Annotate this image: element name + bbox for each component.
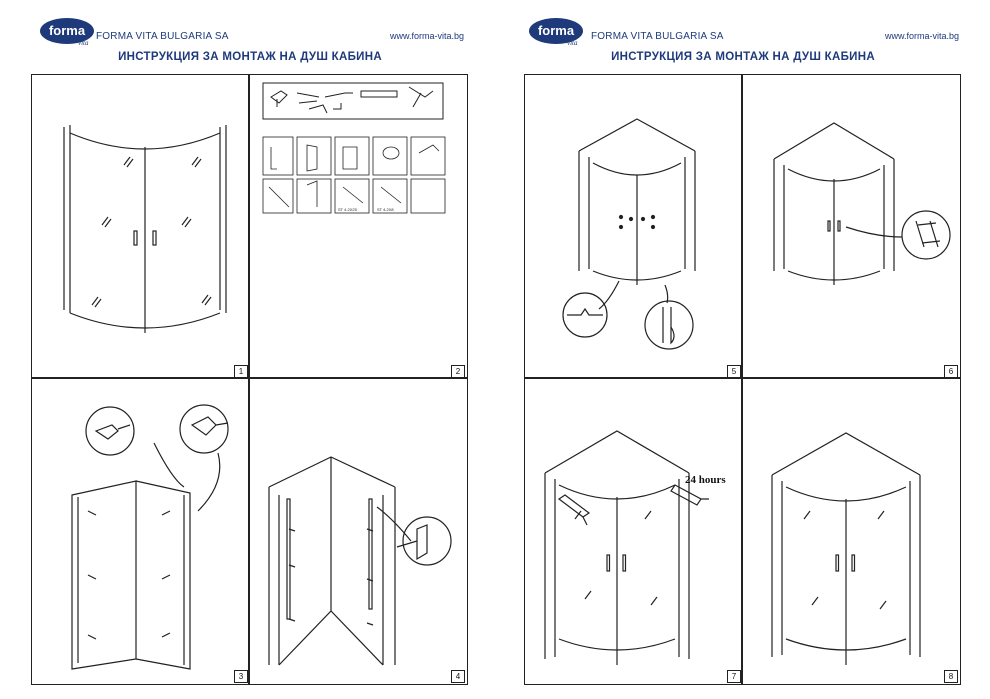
step-6-illustration <box>773 122 951 285</box>
forma-vita-logo: forma vita <box>40 18 94 47</box>
svg-text:ST 4.2X25: ST 4.2X25 <box>338 207 358 212</box>
instruction-grid: 1 ST 4.2X25 ST 4.2X8 2 <box>31 74 468 685</box>
forma-vita-logo: forma vita <box>529 18 583 47</box>
website-link[interactable]: www.forma-vita.bg <box>390 31 465 41</box>
step-8-illustration <box>771 432 921 665</box>
svg-text:vita: vita <box>567 39 578 47</box>
company-name: FORMA VITA BULGARIA SA <box>591 31 724 42</box>
step-7-illustration: 24 hours <box>544 430 726 665</box>
svg-text:vita: vita <box>78 39 89 47</box>
step-3-illustration <box>71 404 229 670</box>
step-number-6: 6 <box>944 365 958 378</box>
instruction-grid: 5 6 <box>524 74 961 685</box>
step-4-illustration <box>268 456 452 666</box>
step-number-1: 1 <box>234 365 248 378</box>
step-1-illustration <box>63 125 227 333</box>
step-number-7: 7 <box>727 670 741 683</box>
right-page: forma vita FORMA VITA BULGARIA SA www.fo… <box>495 0 990 699</box>
svg-text:forma: forma <box>538 23 575 38</box>
step-2-tools-parts: ST 4.2X25 ST 4.2X8 <box>262 82 446 214</box>
cure-time-label: 24 hours <box>685 474 726 486</box>
left-page: forma vita FORMA VITA BULGARIA SA www.fo… <box>31 18 468 685</box>
step-number-3: 3 <box>234 670 248 683</box>
step-number-5: 5 <box>727 365 741 378</box>
svg-text:forma: forma <box>49 23 86 38</box>
website-link[interactable]: www.forma-vita.bg <box>885 31 960 41</box>
page-title: ИНСТРУКЦИЯ ЗА МОНТАЖ НА ДУШ КАБИНА <box>118 51 382 63</box>
page-title: ИНСТРУКЦИЯ ЗА МОНТАЖ НА ДУШ КАБИНА <box>611 51 875 63</box>
step-number-8: 8 <box>944 670 958 683</box>
svg-text:ST 4.2X8: ST 4.2X8 <box>377 207 394 212</box>
step-5-illustration <box>562 118 696 350</box>
step-number-2: 2 <box>451 365 465 378</box>
company-name: FORMA VITA BULGARIA SA <box>96 31 229 42</box>
step-number-4: 4 <box>451 670 465 683</box>
